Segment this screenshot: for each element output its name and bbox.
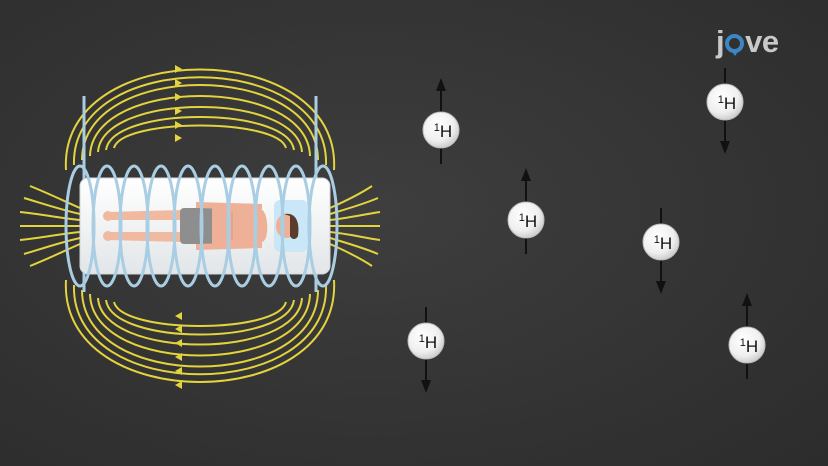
field-arrows-top [175, 65, 182, 142]
nucleus-label: 1H [434, 122, 452, 141]
hydrogen-nucleus: 1H [728, 293, 766, 379]
arrow-head-icon [436, 78, 446, 91]
arrow-head-icon [656, 281, 666, 294]
field-arrows-bottom [175, 312, 182, 389]
nucleus-sphere [642, 223, 680, 261]
field-lines-sides [19, 185, 381, 267]
coil-rings [64, 164, 339, 288]
field-lines-top [64, 68, 336, 171]
hydrogen-nucleus: 1H [507, 168, 545, 254]
hydrogen-nucleus: 1H [422, 78, 460, 164]
hydrogen-nuclei: 1H 1H 1H 1H 1H 1H [407, 68, 766, 393]
nucleus-label: 1H [519, 212, 537, 231]
speech-bubble-icon [725, 34, 745, 56]
nucleus-sphere [422, 111, 460, 149]
arrow-head-icon [521, 168, 531, 181]
nucleus-label: 1H [654, 234, 672, 253]
nucleus-sphere [407, 322, 445, 360]
field-lines-bottom [64, 279, 336, 383]
nucleus-sphere [706, 83, 744, 121]
nucleus-sphere [507, 201, 545, 239]
arrow-head-icon [742, 293, 752, 306]
nucleus-sphere [728, 326, 766, 364]
nucleus-label: 1H [419, 333, 437, 352]
nucleus-label: 1H [740, 337, 758, 356]
nucleus-label: 1H [718, 94, 736, 113]
hydrogen-nucleus: 1H [407, 307, 445, 393]
arrow-head-icon [720, 141, 730, 154]
patient-figure [103, 202, 299, 250]
hydrogen-nucleus: 1H [642, 208, 680, 294]
hydrogen-nucleus: 1H [706, 68, 744, 154]
arrow-head-icon [421, 380, 431, 393]
